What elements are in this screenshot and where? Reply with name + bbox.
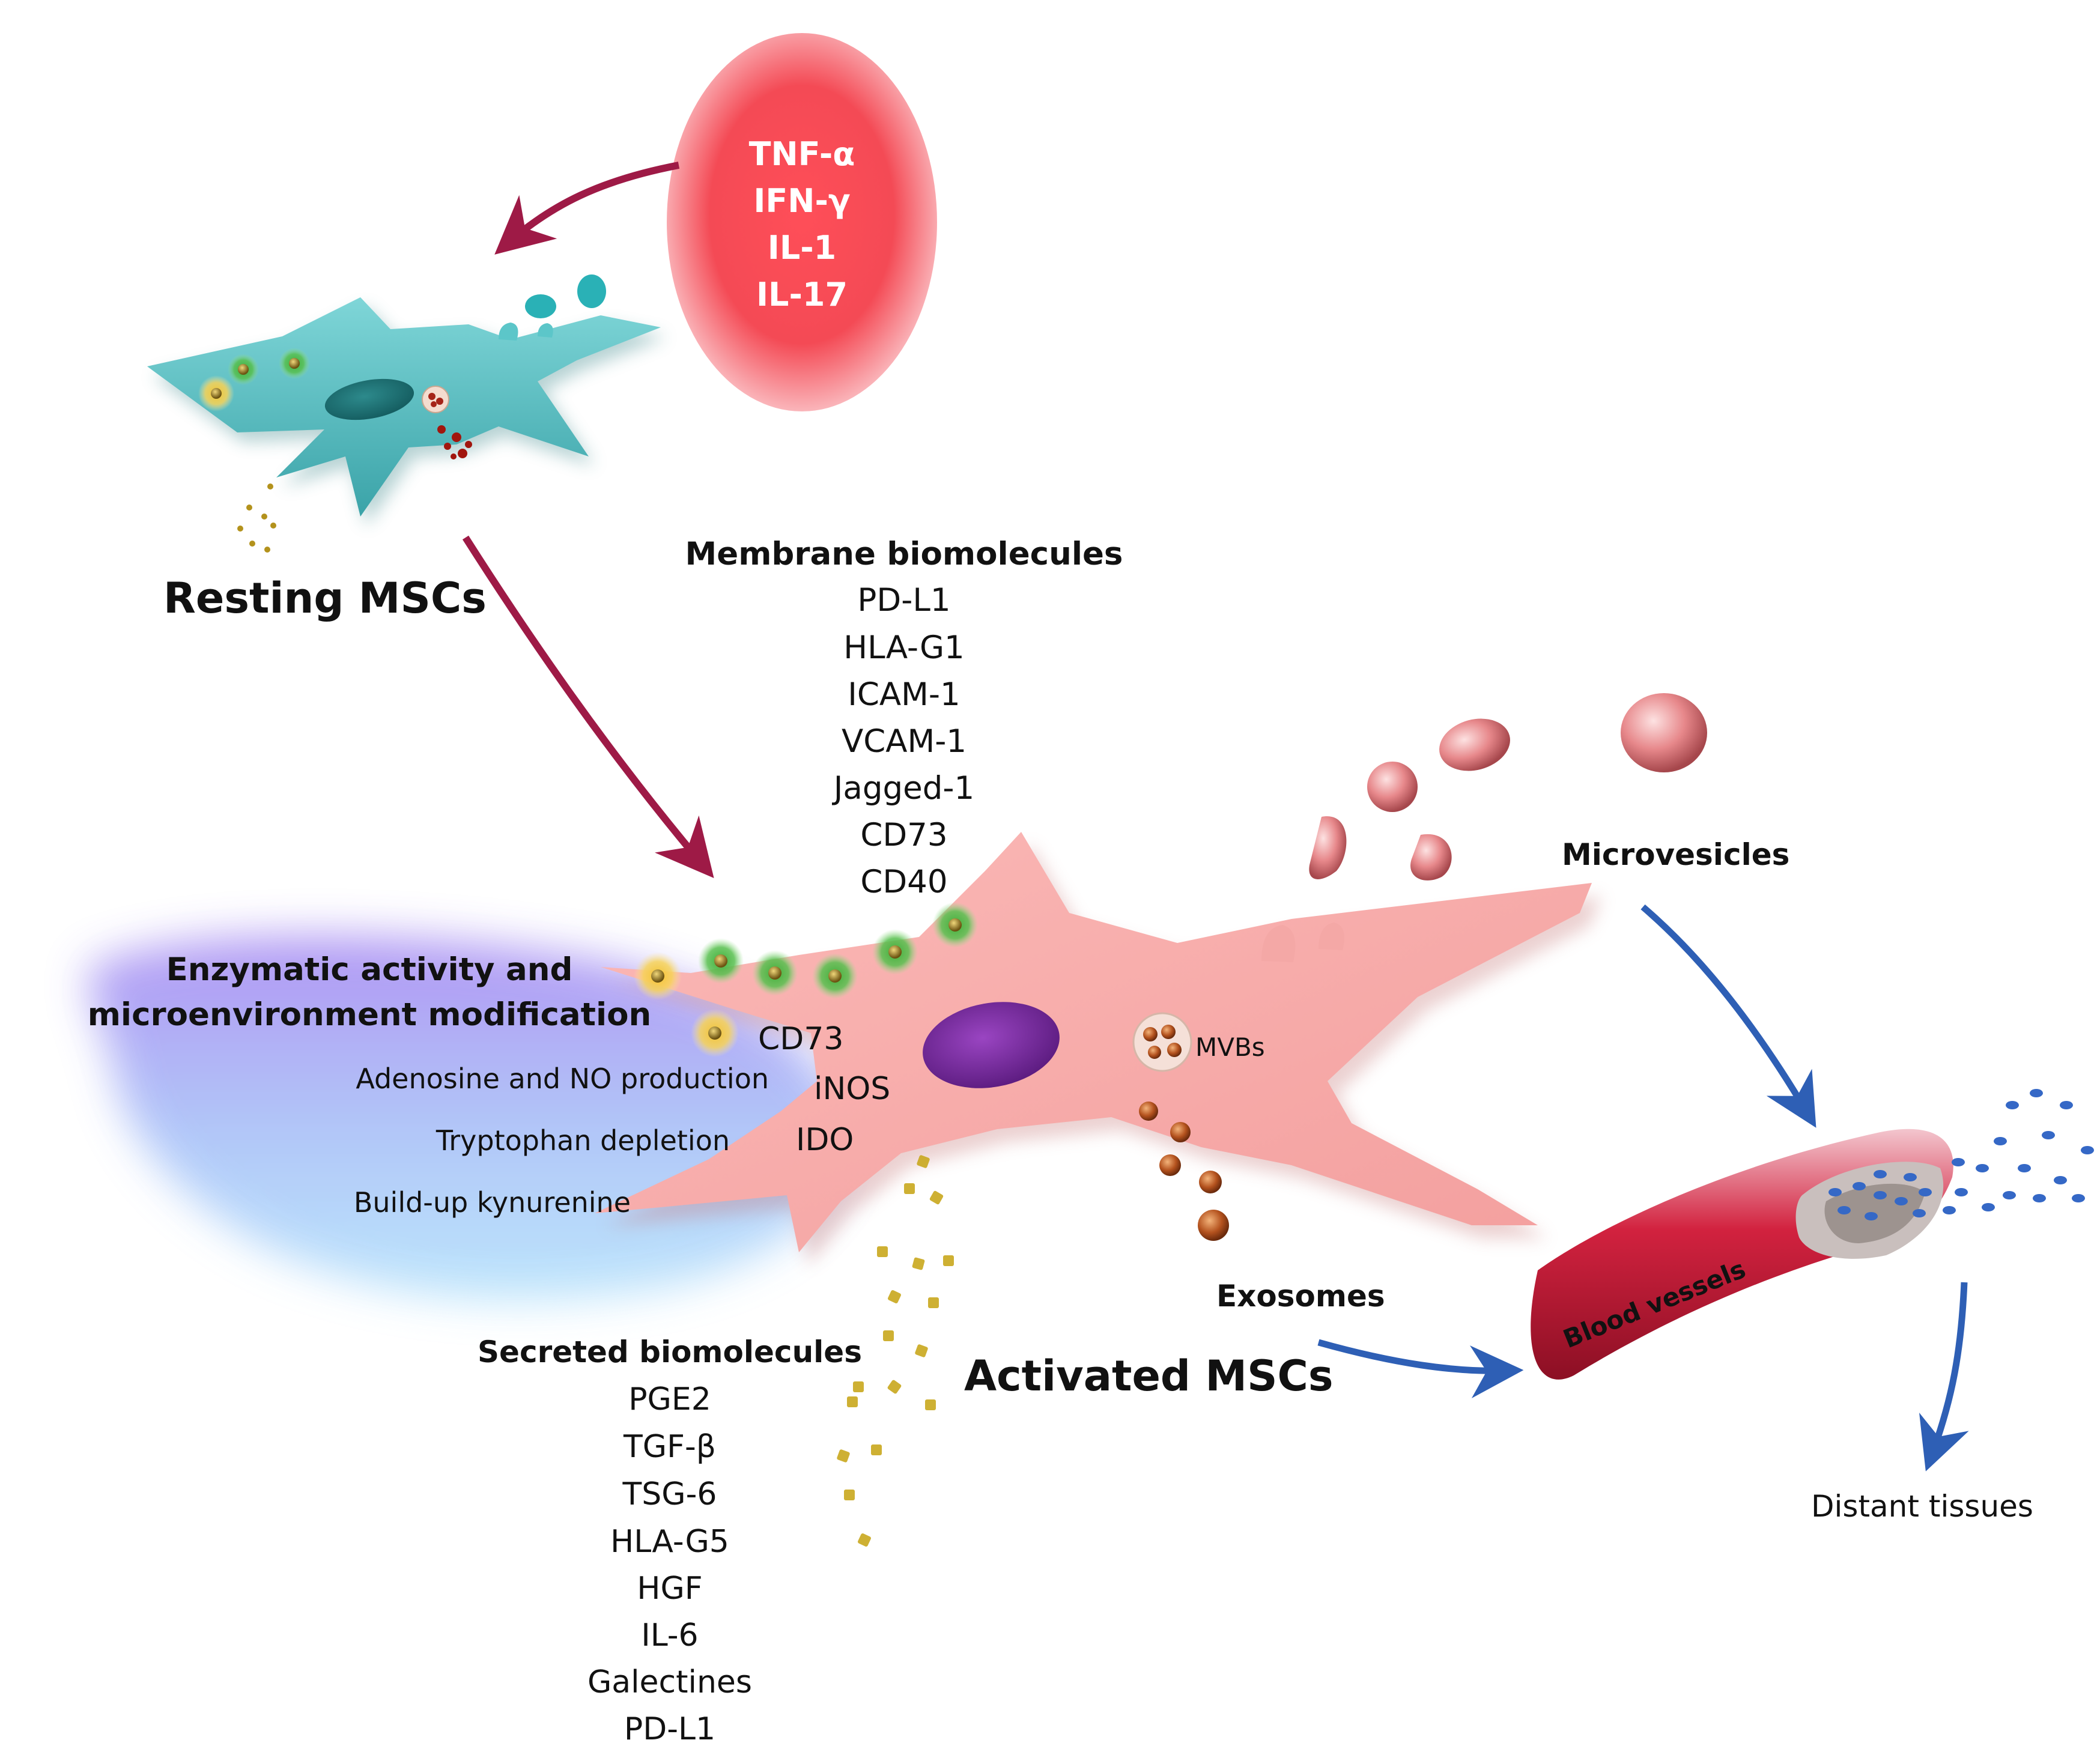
resting-exosomes — [437, 425, 472, 459]
membrane-item: CD73 — [860, 817, 947, 853]
activated-msc — [595, 832, 1601, 1266]
membrane-item: VCAM-1 — [842, 723, 967, 760]
distant-tissues-label: Distant tissues — [1811, 1489, 2033, 1524]
secreted-item: Galectines — [587, 1664, 752, 1700]
exosomes-label: Exosomes — [1216, 1279, 1385, 1314]
arrow-resting-to-activated — [462, 535, 714, 879]
cytokine-label: IL-17 — [756, 276, 848, 314]
secreted-item: IL-6 — [641, 1617, 698, 1654]
arrow-microvesicles-to-vessel — [1640, 904, 1816, 1128]
arrow-vessel-to-tissues — [1919, 1282, 1969, 1472]
membrane-biomolecules: Membrane biomolecules PD-L1 HLA-G1 ICAM-… — [685, 536, 1123, 900]
cytokine-label: IFN-γ — [753, 182, 850, 220]
activated-label: Activated MSCs — [964, 1351, 1334, 1401]
cytokine-blob — [667, 33, 937, 411]
microvesicles — [1309, 693, 1707, 881]
secreted-item: PGE2 — [628, 1381, 711, 1417]
membrane-item: HLA-G1 — [843, 629, 965, 666]
resting-nucleus — [324, 378, 414, 420]
secreted-item: TGF-β — [623, 1429, 716, 1465]
secreted-title: Secreted biomolecules — [478, 1335, 862, 1369]
enzyme-label: iNOS — [814, 1071, 890, 1107]
secreted-item: HGF — [637, 1571, 702, 1607]
resting-vesicle-2 — [577, 274, 606, 308]
enzymatic-effect: Build-up kynurenine — [354, 1186, 631, 1219]
arrow-cytokines-to-resting — [494, 162, 680, 255]
activated-markers — [634, 902, 978, 1057]
mvbs-label: MVBs — [1195, 1032, 1265, 1062]
exosomes — [1139, 1102, 1229, 1241]
membrane-item: PD-L1 — [857, 582, 950, 619]
resting-mvb — [422, 386, 449, 413]
microvesicles-label: Microvesicles — [1562, 837, 1789, 872]
resting-bleb-1 — [499, 323, 518, 341]
resting-label: Resting MSCs — [163, 574, 487, 623]
resting-bleb-2 — [538, 323, 553, 338]
cytokine-label: IL-1 — [768, 229, 837, 267]
secreted-item: PD-L1 — [624, 1711, 715, 1747]
resting-vesicle-1 — [525, 294, 556, 318]
activated-bleb-1 — [1261, 925, 1296, 962]
secreted-item: TSG-6 — [622, 1476, 717, 1512]
enzymatic-section: Enzymatic activity and microenvironment … — [88, 951, 891, 1219]
secreted-biomolecules: Secreted biomolecules PGE2 TGF-β TSG-6 H… — [478, 1335, 862, 1747]
membrane-title: Membrane biomolecules — [685, 536, 1123, 572]
enzyme-label: CD73 — [758, 1021, 844, 1057]
activated-bleb-2 — [1319, 923, 1344, 950]
membrane-item: Jagged-1 — [832, 770, 975, 807]
enzymatic-title-line2: microenvironment modification — [88, 996, 652, 1033]
cytokine-label: TNF-α — [749, 135, 855, 173]
activated-nucleus — [923, 1002, 1060, 1088]
blue-particles — [1828, 1089, 2094, 1220]
enzyme-label: IDO — [796, 1122, 854, 1158]
enzymatic-title-line1: Enzymatic activity and — [166, 951, 573, 988]
enzymatic-effect: Adenosine and NO production — [356, 1062, 769, 1095]
secreted-particles — [837, 1155, 954, 1547]
resting-secreted-particles — [237, 483, 276, 553]
membrane-item: CD40 — [860, 864, 947, 900]
mvb — [1132, 1012, 1192, 1072]
membrane-item: ICAM-1 — [848, 676, 960, 713]
arrow-exosomes-to-vessel — [1317, 1339, 1524, 1399]
secreted-item: HLA-G5 — [610, 1524, 729, 1560]
resting-msc — [147, 274, 667, 553]
enzymatic-effect: Tryptophan depletion — [435, 1124, 730, 1157]
cytokine-list: TNF-α IFN-γ IL-1 IL-17 — [749, 135, 855, 314]
